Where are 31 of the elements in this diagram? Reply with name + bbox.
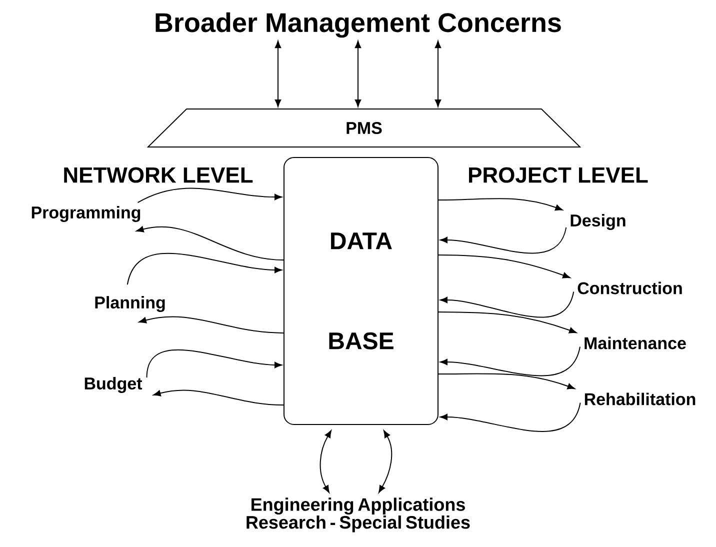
arrow xyxy=(146,349,282,378)
item-label: Design xyxy=(570,214,626,230)
item-label: Programming xyxy=(32,206,140,222)
item-label: Rehabilitation xyxy=(584,392,696,406)
level-heading: PROJECT LEVEL xyxy=(469,167,648,183)
arrow xyxy=(440,402,581,432)
item-label: Planning xyxy=(95,296,165,312)
arrow xyxy=(354,40,362,107)
arrow xyxy=(438,198,563,211)
arrow xyxy=(438,254,570,278)
level-heading: NETWORK LEVEL xyxy=(64,167,253,183)
arrow xyxy=(153,390,284,406)
arrow xyxy=(126,252,282,286)
arrow xyxy=(138,316,284,334)
arrow xyxy=(438,373,575,390)
arrow xyxy=(378,430,392,493)
arrow xyxy=(440,346,580,376)
database-box: DATA BASE xyxy=(284,157,438,425)
arrow xyxy=(440,291,574,318)
arrow xyxy=(434,40,442,107)
arrow xyxy=(438,312,577,334)
arrow xyxy=(320,430,332,493)
arrow xyxy=(136,226,284,260)
arrow xyxy=(137,188,282,204)
heading: Broader Management Concerns xyxy=(156,12,561,38)
arrow xyxy=(274,40,282,107)
item-label: Budget xyxy=(84,377,142,393)
item-label: Construction xyxy=(578,282,682,294)
item-label: Maintenance xyxy=(584,336,686,350)
item-label: Engineering Applications Research - Special Studies xyxy=(246,498,470,532)
arrow xyxy=(440,226,567,254)
